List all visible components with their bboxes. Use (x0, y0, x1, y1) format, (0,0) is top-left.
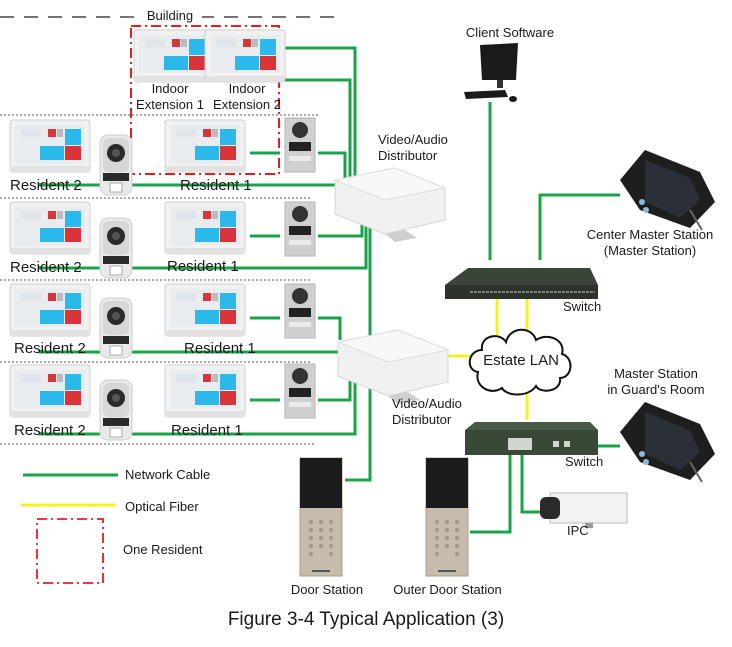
building-label: Building (138, 8, 202, 24)
label-line: Video/Audio (378, 132, 448, 147)
label-line: (Master Station) (603, 243, 697, 258)
label-line: Extension 1 (136, 97, 204, 112)
villa-door-station (99, 379, 133, 441)
access-switch-label: Switch (565, 454, 604, 469)
legend-one-resident-swatch (36, 518, 104, 584)
figure-caption: Figure 3-4 Typical Application (3) (227, 609, 505, 630)
resident-2-monitor (9, 283, 91, 337)
one-resident-box (130, 25, 280, 175)
resident-label: Resident 2 (10, 177, 82, 194)
floor-separators (0, 114, 318, 445)
label-line: Distributor (378, 148, 438, 163)
label-line: Master Station (614, 366, 698, 381)
distributor-bottom-label: Video/Audio Distributor (392, 396, 462, 428)
label-line: Video/Audio (392, 396, 462, 411)
unit-door-station (284, 283, 316, 339)
resident-label: Resident 1 (171, 422, 243, 439)
center-master-station-icon (619, 149, 716, 231)
indoor-extension-1-label: Indoor Extension 1 (130, 81, 210, 113)
villa-door-station (99, 134, 133, 196)
label-line: Indoor (228, 81, 266, 96)
label-line: Distributor (392, 412, 452, 427)
client-pc-icon (464, 43, 518, 102)
outer-door-station-label: Outer Door Station (393, 582, 502, 597)
resident-label: Resident 2 (14, 422, 86, 439)
label-line: Indoor (151, 81, 189, 96)
access-switch-icon (465, 422, 598, 455)
indoor-extension-2-label: Indoor Extension 2 (207, 81, 287, 113)
ipc-camera-icon (540, 492, 628, 528)
resident-2-monitor (9, 201, 91, 255)
distributor-top-label: Video/Audio Distributor (378, 132, 448, 164)
resident-label: Resident 2 (10, 259, 82, 276)
estate-lan-label: Estate LAN (483, 352, 559, 369)
core-switch-icon (445, 268, 598, 299)
resident-1-monitor (164, 283, 246, 337)
unit-door-station (284, 117, 316, 173)
resident-label: Resident 1 (167, 258, 239, 275)
legend-label: One Resident (123, 542, 203, 557)
villa-door-station (99, 217, 133, 279)
ipc-label: IPC (567, 523, 589, 538)
client-software-label: Client Software (465, 25, 555, 40)
resident-label: Resident 1 (180, 177, 252, 194)
unit-door-station (284, 201, 316, 257)
label-line: Center Master Station (586, 227, 714, 242)
center-master-station-label: Center Master Station (Master Station) (575, 227, 725, 259)
legend-label: Optical Fiber (125, 499, 199, 514)
legend-label: Network Cable (125, 467, 211, 482)
outer-door-station-icon (425, 457, 469, 577)
door-station-icon (299, 457, 343, 577)
label-line: in Guard's Room (607, 382, 705, 397)
unit-door-station (284, 363, 316, 419)
resident-2-monitor (9, 364, 91, 418)
resident-1-monitor (164, 119, 246, 173)
indoor-extension-2-device (204, 29, 286, 83)
estate-lan-cloud (468, 328, 572, 396)
villa-door-station (99, 297, 133, 359)
resident-1-monitor (164, 364, 246, 418)
core-switch-label: Switch (563, 299, 602, 314)
indoor-extension-1-device (133, 29, 215, 83)
network-cables (38, 46, 620, 534)
resident-2-monitor (9, 119, 91, 173)
door-station-label: Door Station (290, 582, 364, 597)
resident-1-monitor (164, 201, 246, 255)
label-line: Extension 2 (213, 97, 281, 112)
resident-label: Resident 2 (14, 340, 86, 357)
resident-label: Resident 1 (184, 340, 256, 357)
guard-master-station-icon (619, 401, 716, 483)
guard-master-station-label: Master Station in Guard's Room (600, 366, 712, 398)
video-audio-distributor-top (334, 167, 446, 243)
